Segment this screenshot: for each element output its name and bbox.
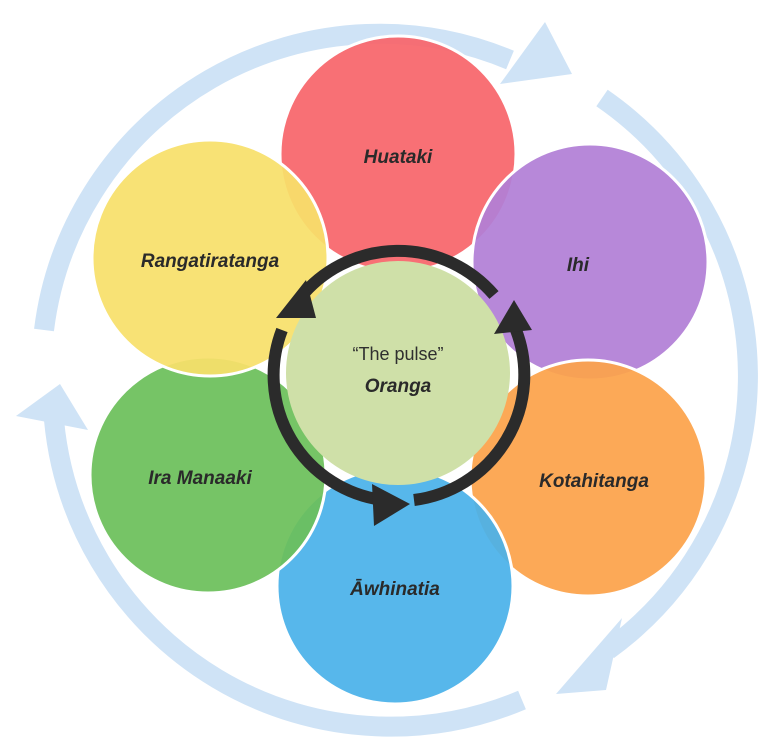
inner-arrowhead-bottom — [372, 484, 410, 526]
outer-arrow-top — [34, 23, 514, 332]
center-quote: “The pulse” — [352, 344, 443, 364]
petal-rangatiratanga — [90, 138, 330, 378]
center-hub: “The pulse” Oranga — [286, 261, 510, 485]
outer-arrow-bottom-left — [44, 419, 526, 737]
petal-label-ira-manaaki: Ira Manaaki — [148, 468, 252, 489]
inner-arrowhead-right — [494, 300, 532, 334]
inner-cycle-arrows — [267, 244, 532, 526]
center-circle — [286, 261, 510, 485]
inner-arrow-left — [267, 327, 383, 506]
inner-arrowhead-top — [276, 280, 316, 318]
petal-label-kotahitanga: Kotahitanga — [539, 471, 649, 492]
petal-label-ihi: Ihi — [567, 255, 590, 276]
outer-arrowhead-left — [16, 384, 88, 430]
inner-arrow-right — [413, 327, 531, 506]
petal-label-awhinatia: Āwhinatia — [349, 579, 440, 600]
petal-label-huataki: Huataki — [364, 147, 433, 168]
inner-arrow-top — [295, 244, 499, 302]
outer-arrowhead-top — [500, 22, 572, 84]
petal-ihi — [470, 142, 710, 382]
outer-arrow-right — [596, 89, 758, 659]
outer-cycle-arrows — [16, 22, 758, 737]
center-title: Oranga — [365, 376, 432, 397]
petal-label-rangatiratanga: Rangatiratanga — [141, 251, 280, 272]
outer-arrowhead-right — [556, 618, 622, 694]
